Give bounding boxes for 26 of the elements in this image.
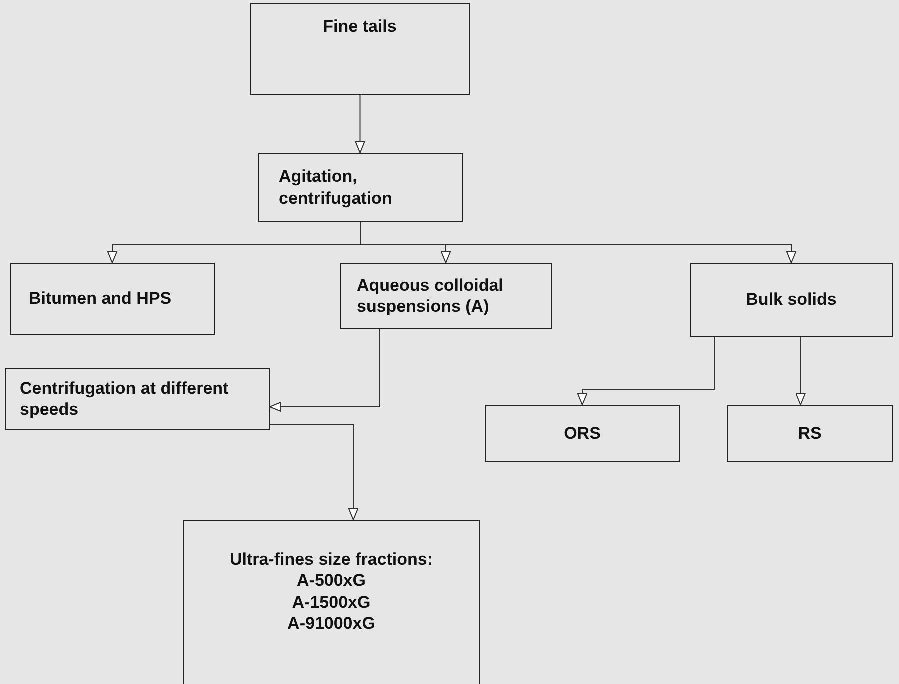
process-box (5, 368, 270, 430)
process-box (183, 520, 480, 684)
box-label: Bulk solids (745, 289, 838, 311)
box-label: RS (797, 422, 823, 444)
box-label: Agitation, centrifugation (279, 166, 394, 209)
process-box (727, 405, 893, 462)
arrow (270, 328, 380, 412)
arrow (270, 424, 358, 520)
box-label: Bitumen and HPS (29, 288, 173, 310)
process-box (10, 263, 215, 335)
box-label: Centrifugation at different speeds (20, 378, 230, 420)
process-box (250, 3, 470, 95)
box-label: A-91000xG (286, 612, 376, 634)
box-label: Aqueous colloidal suspensions (A) (357, 274, 504, 318)
box-label: Ultra-fines size fractions: (228, 549, 434, 570)
box-label: A-1500xG (291, 592, 372, 613)
process-box (258, 153, 463, 222)
arrow (355, 94, 366, 154)
arrow (796, 336, 806, 406)
process-box (690, 263, 893, 337)
box-label: A-500xG (296, 570, 367, 592)
box-label: ORS (563, 422, 602, 444)
process-box (340, 263, 552, 329)
box-label: Fine tails (322, 16, 398, 38)
arrow (578, 336, 716, 406)
process-box (485, 405, 680, 462)
